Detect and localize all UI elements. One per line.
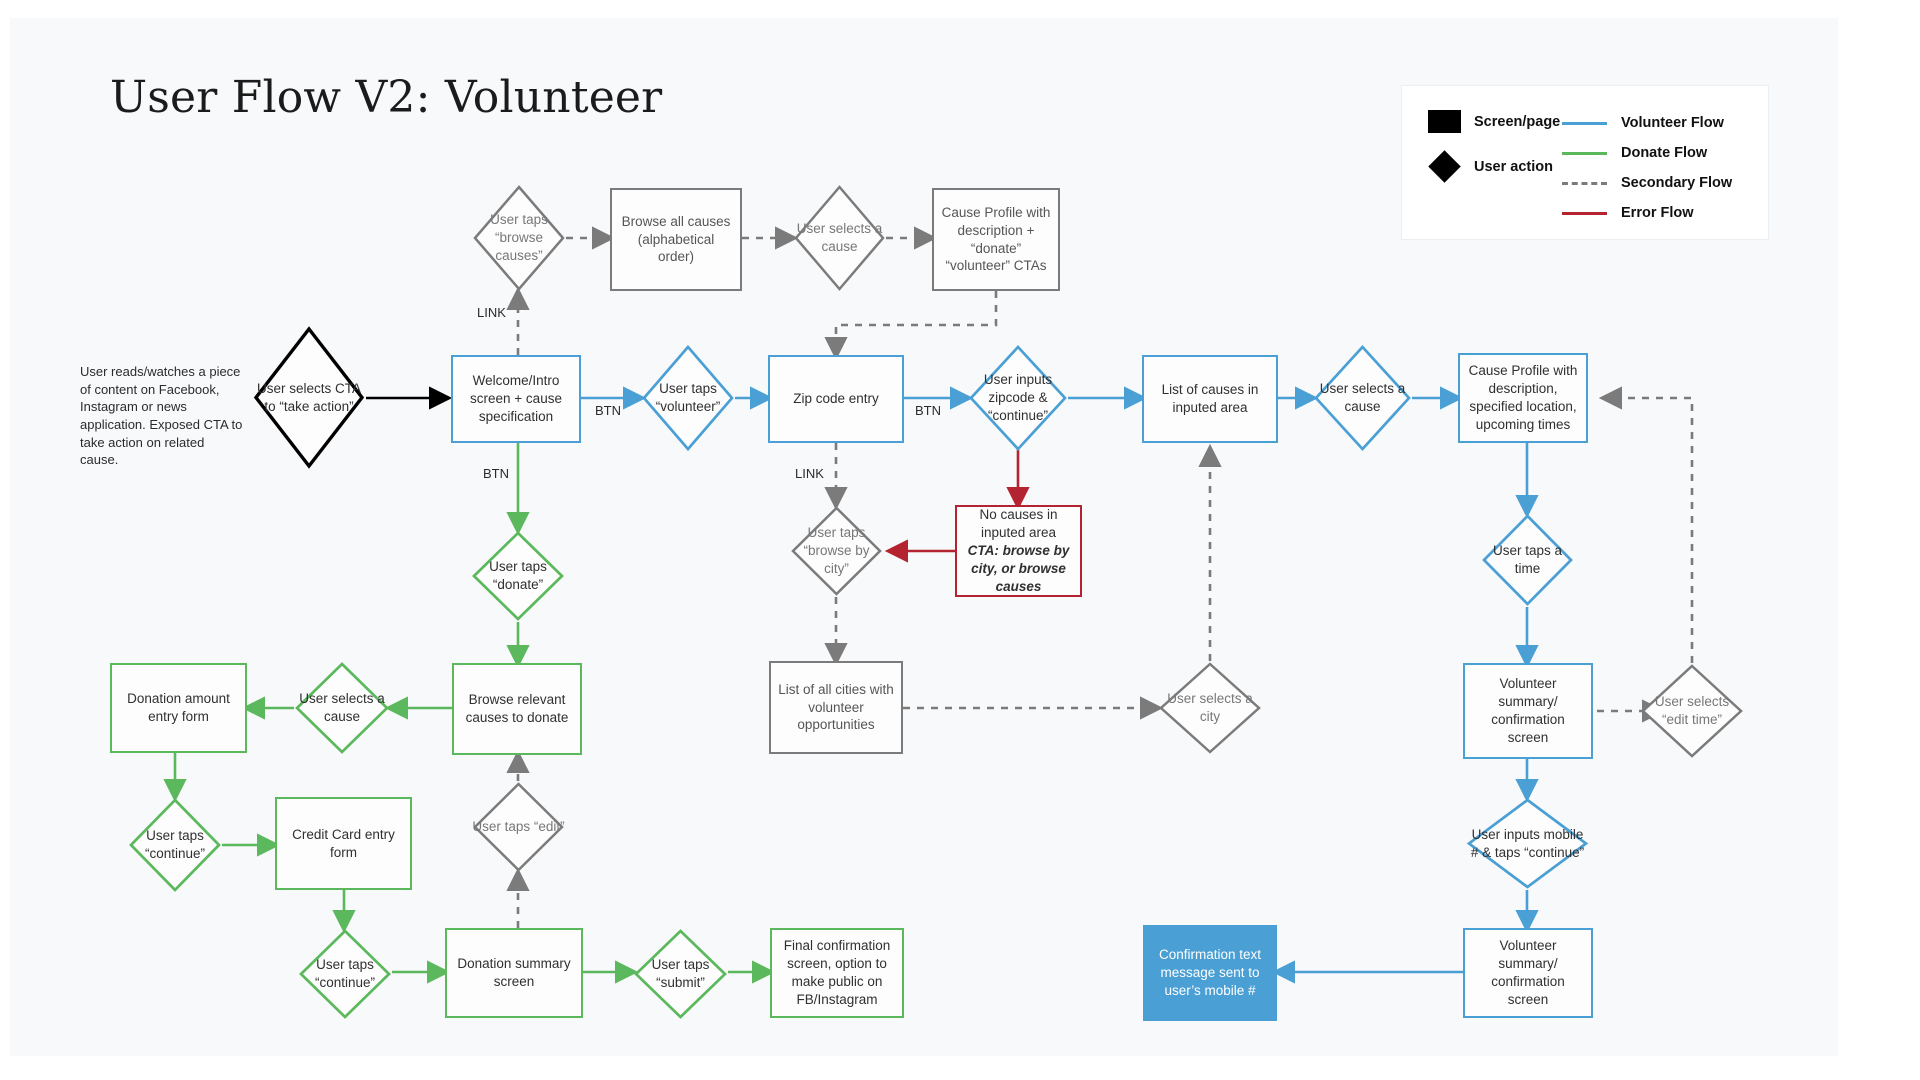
node-user-taps-continue-1[interactable]: User taps “continue”: [128, 797, 222, 893]
node-zip-code-entry[interactable]: Zip code entry: [768, 355, 904, 443]
legend-item-volunteer-flow: Volunteer Flow: [1562, 108, 1732, 138]
node-label-no-causes: No causes in inputed area: [979, 507, 1058, 541]
edge-label-btn-zip: BTN: [915, 403, 941, 418]
page-title: User Flow V2: Volunteer: [110, 72, 663, 123]
legend-shapes: Screen/page User action: [1428, 110, 1560, 195]
node-donation-amount-form[interactable]: Donation amount entry form: [110, 663, 247, 753]
node-user-selects-a-cause-top[interactable]: User selects a cause: [793, 184, 886, 292]
secondary-flow-line-icon: [1562, 181, 1607, 185]
legend-flows: Volunteer Flow Donate Flow Secondary Flo…: [1562, 108, 1732, 228]
legend-item-error-flow: Error Flow: [1562, 198, 1732, 228]
diamond-shape: [1482, 514, 1573, 606]
diamond-shape: [473, 185, 565, 291]
node-label: Donation amount entry form: [127, 691, 230, 724]
diamond-shape: [253, 326, 365, 469]
node-user-taps-submit[interactable]: User taps “submit”: [633, 928, 728, 1020]
legend-label-secondary-flow: Secondary Flow: [1621, 175, 1733, 191]
node-user-selects-cta[interactable]: User selects CTA to “take action”: [252, 325, 366, 470]
node-label-no-causes-cta: CTA: browse by city, or browse causes: [967, 543, 1070, 594]
legend-item-screen-page: Screen/page: [1428, 110, 1560, 133]
node-user-taps-a-time[interactable]: User taps a time: [1481, 513, 1574, 607]
node-user-taps-edit[interactable]: User taps “edit”: [472, 781, 565, 873]
legend-item-user-action: User action: [1428, 150, 1560, 183]
diamond-shape: [969, 345, 1067, 451]
edge-label-btn-volunteer: BTN: [595, 403, 621, 418]
legend-label-screen-page: Screen/page: [1474, 113, 1561, 130]
diamond-shape: [791, 506, 882, 596]
diamond-shape: [472, 531, 564, 621]
diamond-shape: [642, 344, 734, 452]
diamond-shape: [299, 929, 391, 1019]
node-label: Zip code entry: [793, 391, 879, 407]
node-user-inputs-mobile[interactable]: User inputs mobile # & taps “continue”: [1466, 797, 1589, 890]
node-label: List of causes in inputed area: [1161, 382, 1259, 415]
diamond-shape: [295, 662, 389, 754]
node-label: Confirmation text message sent to user’s…: [1158, 947, 1262, 998]
diamond-shape: [1466, 798, 1589, 889]
edge-label-link-top: LINK: [477, 305, 506, 320]
node-volunteer-summary-2[interactable]: Volunteer summary/ confirmation screen: [1463, 928, 1593, 1018]
node-browse-relevant-causes[interactable]: Browse relevant causes to donate: [452, 663, 582, 755]
node-volunteer-summary-1[interactable]: Volunteer summary/ confirmation screen: [1463, 663, 1593, 759]
diamond-shape: [1314, 344, 1411, 452]
donate-flow-line-icon: [1562, 151, 1607, 155]
edge-label-link-zip: LINK: [795, 466, 824, 481]
node-label: Volunteer summary/ confirmation screen: [1491, 938, 1565, 1007]
node-cause-profile-ctas[interactable]: Cause Profile with description + “donate…: [932, 188, 1060, 291]
volunteer-flow-line-icon: [1562, 121, 1607, 125]
node-user-taps-donate[interactable]: User taps “donate”: [471, 530, 565, 622]
node-label: Browse relevant causes to donate: [465, 692, 569, 725]
legend-label-donate-flow: Donate Flow: [1621, 145, 1708, 161]
intro-annotation: User reads/watches a piece of content on…: [80, 364, 243, 468]
legend-label-error-flow: Error Flow: [1621, 205, 1694, 221]
diamond-shape: [473, 782, 564, 872]
legend-item-secondary-flow: Secondary Flow: [1562, 168, 1732, 198]
legend-item-donate-flow: Donate Flow: [1562, 138, 1732, 168]
diamond-shape: [634, 929, 727, 1019]
node-no-causes-error[interactable]: No causes in inputed area CTA: browse by…: [955, 505, 1082, 597]
node-user-selects-a-cause-right[interactable]: User selects a cause: [1313, 344, 1412, 452]
node-user-selects-a-cause-donate[interactable]: User selects a cause: [294, 661, 390, 755]
node-label: Browse all causes (alphabetical order): [621, 213, 731, 265]
legend-label-user-action: User action: [1474, 158, 1553, 175]
edge-label-btn-donate: BTN: [483, 466, 509, 481]
legend-label-volunteer-flow: Volunteer Flow: [1621, 115, 1724, 131]
node-cause-profile-detail[interactable]: Cause Profile with description, specifie…: [1458, 353, 1588, 443]
node-user-inputs-zipcode[interactable]: User inputs zipcode & “continue”: [968, 344, 1068, 452]
filled-square-icon: [1428, 110, 1461, 133]
diamond-shape: [794, 185, 885, 291]
node-credit-card-form[interactable]: Credit Card entry form: [275, 797, 412, 890]
node-label: Donation summary screen: [457, 956, 571, 989]
node-label: Volunteer summary/ confirmation screen: [1491, 676, 1565, 745]
node-label: Cause Profile with description + “donate…: [941, 204, 1051, 274]
error-flow-line-icon: [1562, 211, 1607, 215]
node-user-selects-edit-time[interactable]: User selects “edit time”: [1640, 663, 1744, 759]
filled-diamond-icon: [1428, 150, 1461, 183]
bottom-gutter: [0, 1056, 1920, 1080]
legend: Screen/page User action Volunteer Flow D…: [1402, 86, 1768, 239]
diamond-shape: [129, 798, 221, 892]
node-welcome-intro[interactable]: Welcome/Intro screen + cause specificati…: [451, 355, 581, 443]
node-list-of-causes[interactable]: List of causes in inputed area: [1142, 355, 1278, 443]
node-final-confirmation[interactable]: Final confirmation screen, option to mak…: [770, 928, 904, 1018]
node-label: Welcome/Intro screen + cause specificati…: [470, 373, 562, 424]
node-list-of-all-cities[interactable]: List of all cities with volunteer opport…: [769, 661, 903, 754]
node-donation-summary[interactable]: Donation summary screen: [445, 928, 583, 1018]
node-user-selects-a-city[interactable]: User selects a city: [1158, 661, 1262, 755]
diamond-shape: [1159, 662, 1261, 754]
node-label: Final confirmation screen, option to mak…: [783, 938, 891, 1007]
left-gutter: [0, 0, 10, 1080]
node-label: Cause Profile with description, specifie…: [1468, 363, 1578, 432]
node-user-taps-browse-causes[interactable]: User taps “browse causes”: [472, 184, 566, 292]
node-label: List of all cities with volunteer opport…: [778, 681, 894, 733]
diamond-shape: [1641, 664, 1743, 758]
node-user-taps-volunteer[interactable]: User taps “volunteer”: [641, 344, 735, 452]
node-confirmation-text-message[interactable]: Confirmation text message sent to user’s…: [1143, 925, 1277, 1021]
node-user-taps-continue-2[interactable]: User taps “continue”: [298, 928, 392, 1020]
node-label: Credit Card entry form: [292, 826, 395, 860]
node-user-taps-browse-by-city[interactable]: User taps “browse by city”: [790, 505, 883, 597]
node-browse-all-causes[interactable]: Browse all causes (alphabetical order): [610, 188, 742, 291]
